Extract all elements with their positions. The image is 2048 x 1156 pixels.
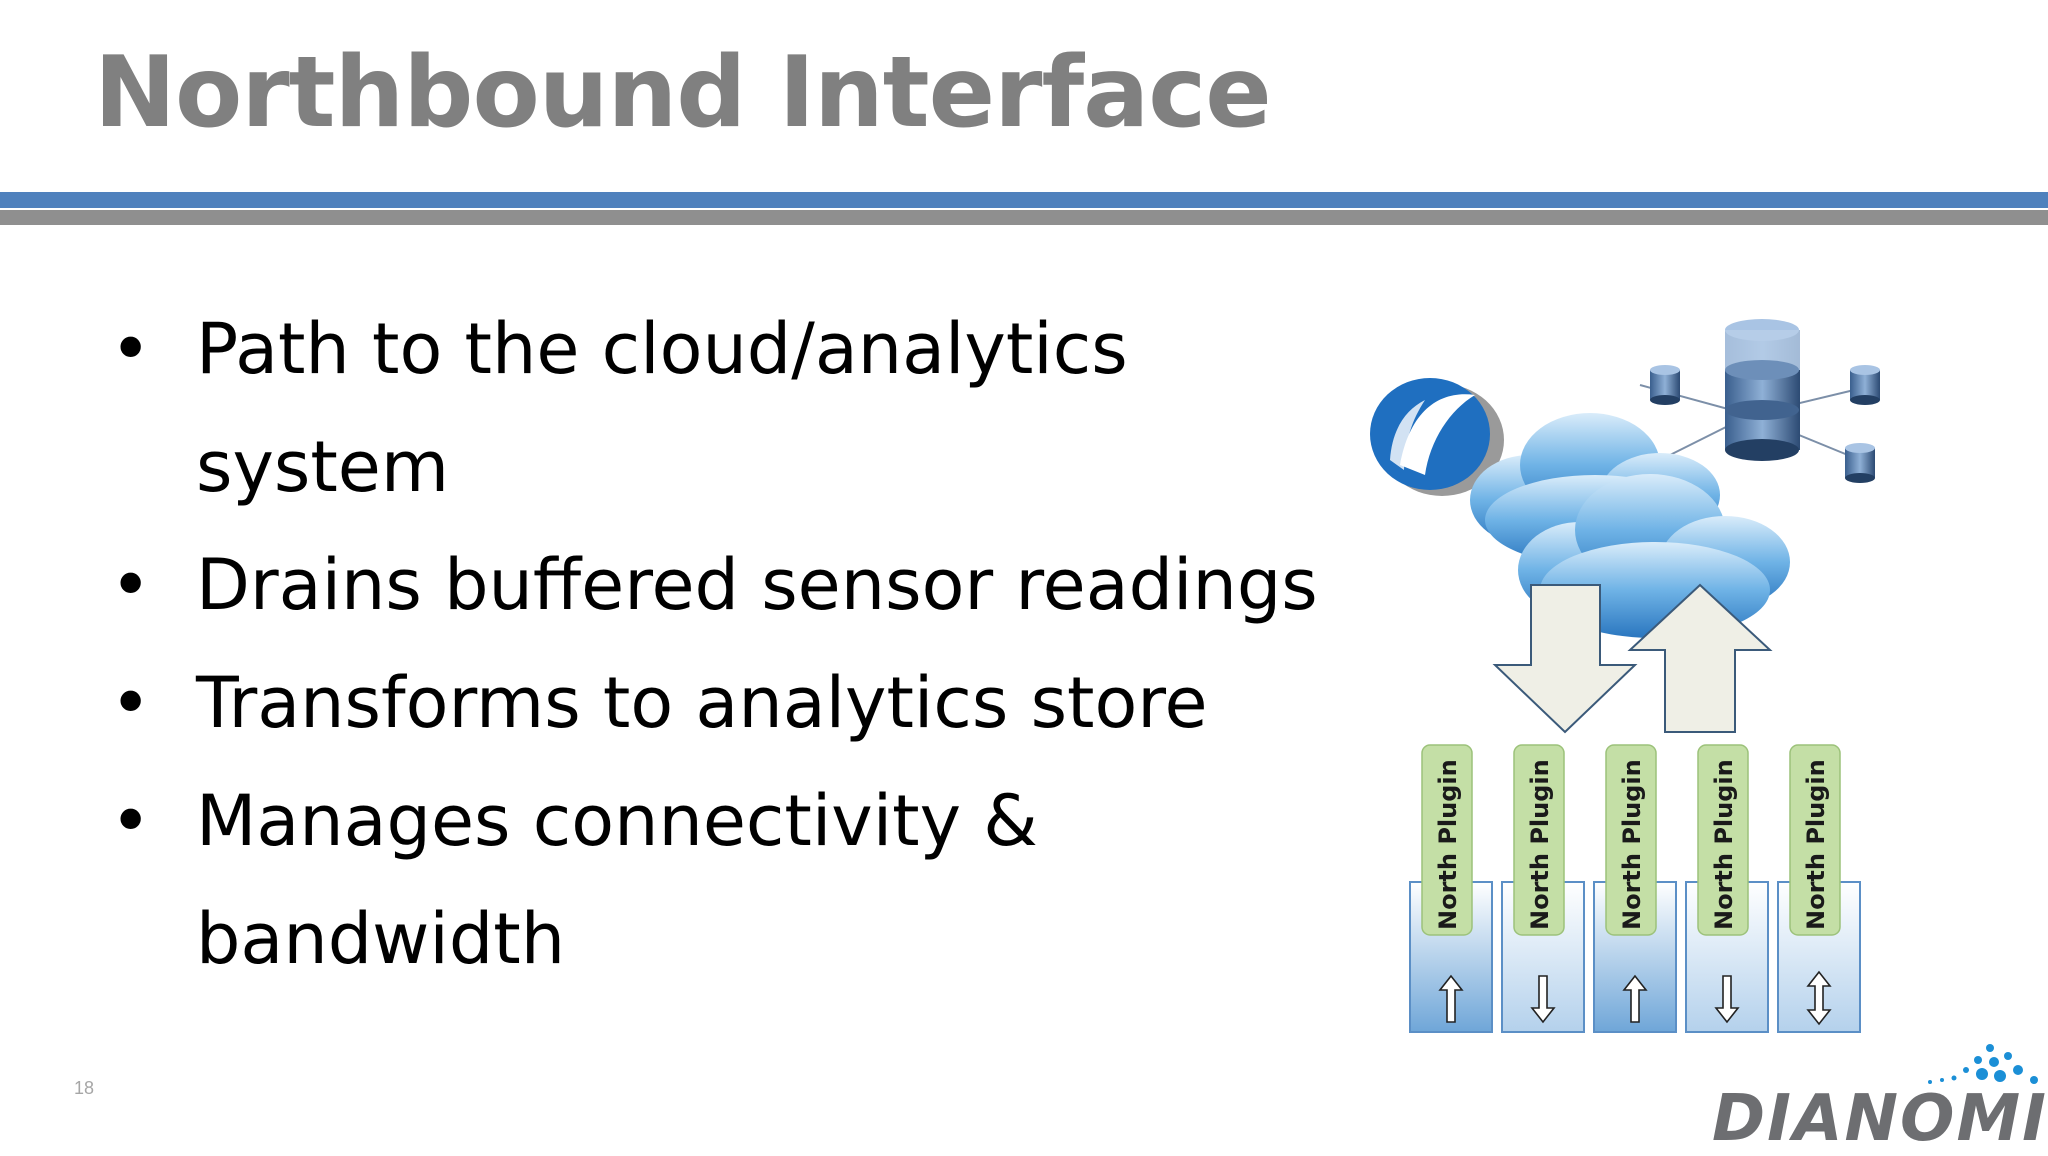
north-plugin-label: North Plugin (1802, 759, 1830, 930)
bullet-item: • Manages connectivity & bandwidth (110, 762, 1320, 998)
downstream-arrow-icon (1492, 584, 1638, 734)
bullet-text-continued: system (196, 426, 450, 508)
slot-1: North Plugin (1409, 744, 1493, 1033)
arrow-up-icon (1438, 974, 1464, 1023)
bullet-item: • Path to the cloud/analytics system (110, 290, 1320, 526)
slot-4: North Plugin (1685, 744, 1769, 1033)
north-plugin-label: North Plugin (1434, 759, 1462, 930)
bullet-icon: • (110, 780, 152, 862)
arrow-up-icon (1622, 974, 1648, 1023)
bullet-text: Drains buffered sensor readings (196, 544, 1318, 626)
slot-3: North Plugin (1593, 744, 1677, 1033)
arrow-bidirectional-icon (1806, 970, 1832, 1026)
bullet-icon: • (110, 308, 152, 390)
bullet-icon: • (110, 544, 152, 626)
company-logo: DIANOMIC (1700, 1040, 2048, 1156)
north-plugin-label: North Plugin (1710, 759, 1738, 930)
swirl-logo-icon (1370, 378, 1504, 496)
slot-5: North Plugin (1777, 744, 1861, 1033)
arrow-down-icon (1714, 975, 1740, 1024)
arrow-down-icon (1530, 975, 1556, 1024)
logo-text: DIANOMIC (1712, 1082, 2048, 1156)
title-rule-gray (0, 210, 2048, 225)
bullet-icon: • (110, 662, 152, 744)
north-plugin-label: North Plugin (1618, 759, 1646, 930)
bullet-text: Transforms to analytics store (196, 662, 1208, 744)
north-plugin-label: North Plugin (1526, 759, 1554, 930)
slot-2: North Plugin (1501, 744, 1585, 1033)
bullet-text: Path to the cloud/analytics (196, 308, 1128, 390)
bullet-list: • Path to the cloud/analytics system • D… (110, 290, 1320, 998)
database-network-icon (1639, 319, 1880, 483)
slide-title: Northbound Interface (94, 36, 1272, 150)
northbound-diagram: North Plugin North Plugin North Plugin N… (1370, 319, 1880, 1033)
bullet-text-continued: bandwidth (196, 898, 566, 980)
logo-dots-icon (1928, 1044, 2038, 1084)
bullet-item: • Drains buffered sensor readings (110, 526, 1320, 644)
bullet-text: Manages connectivity & (196, 780, 1038, 862)
page-number: 18 (74, 1078, 95, 1098)
upstream-arrow-icon (1627, 583, 1773, 733)
bullet-item: • Transforms to analytics store (110, 644, 1320, 762)
title-rule-blue (0, 192, 2048, 208)
